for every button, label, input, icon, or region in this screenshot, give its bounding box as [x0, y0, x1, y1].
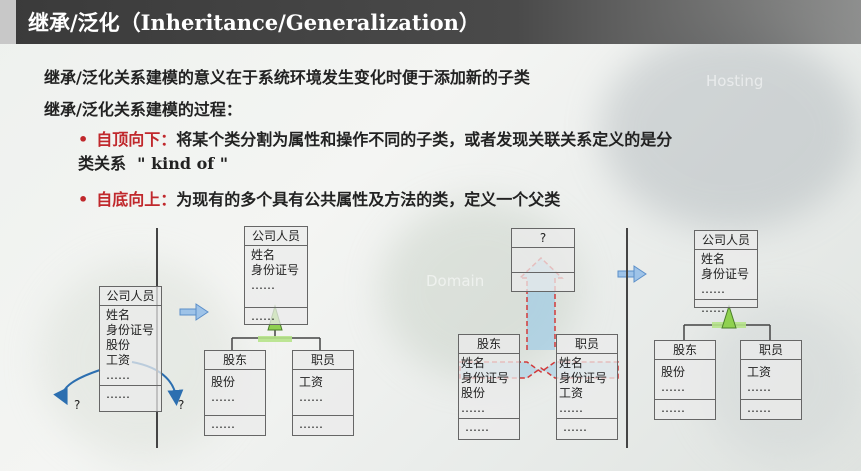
- attr: ……: [559, 401, 583, 415]
- class-operations: ……: [741, 399, 801, 417]
- class-attributes: 姓名 身份证号 股份 工资 ……: [100, 306, 161, 385]
- curve-arrow-left: [53, 369, 101, 406]
- attr: 工资: [299, 375, 324, 389]
- attr: 身份证号: [461, 371, 510, 385]
- bullet-body: 为现有的多个具有公共属性及方法的类，定义一个父类: [176, 190, 561, 209]
- attr: 姓名: [251, 248, 276, 262]
- class-attributes: 姓名 身份证号 工资 ……: [557, 354, 617, 418]
- bullet-head: 自顶向下：: [96, 130, 177, 149]
- highlight-bar: [258, 336, 292, 342]
- uml-class-child: 股东 股份 …… ……: [204, 350, 266, 436]
- class-operations: ……: [245, 307, 307, 325]
- question-mark: ?: [178, 398, 185, 412]
- attr: 工资: [559, 386, 584, 400]
- background-blob: [600, 30, 860, 230]
- attr: 姓名: [106, 308, 131, 322]
- separator: [626, 228, 628, 448]
- question-mark: ?: [74, 398, 81, 412]
- bullet-body-cont: 类关系: [78, 154, 127, 173]
- class-name: 职员: [741, 341, 801, 360]
- class-operations: ……: [557, 418, 617, 436]
- uml-class-child: 职员 姓名 身份证号 工资 …… ……: [556, 334, 618, 440]
- intro-line-2: 继承/泛化关系建模的过程：: [44, 100, 242, 119]
- uml-class-parent: 公司人员 姓名 身份证号 …… ……: [694, 230, 758, 315]
- attr: ……: [299, 390, 323, 404]
- watermark-domain: Domain: [426, 272, 485, 290]
- class-attributes: 工资 ……: [293, 370, 353, 407]
- attr: ……: [211, 390, 235, 404]
- uml-class-child: 股东 股份 …… ……: [654, 340, 716, 420]
- class-operations: ……: [100, 385, 161, 403]
- class-name: 股东: [205, 351, 265, 370]
- attr: 姓名: [559, 356, 584, 370]
- class-attributes: 股份 ……: [205, 370, 265, 407]
- class-attributes: 工资 ……: [741, 360, 801, 397]
- attr: 姓名: [461, 356, 486, 370]
- attr: 身份证号: [106, 323, 155, 337]
- attr: 股份: [106, 338, 131, 352]
- class-name: 股东: [459, 335, 519, 354]
- slide-title: 继承/泛化（Inheritance/Generalization）: [28, 10, 480, 35]
- class-operations: ……: [205, 415, 265, 433]
- uml-class-source: 公司人员 姓名 身份证号 股份 工资 …… ……: [99, 286, 162, 412]
- attr: 工资: [747, 365, 772, 379]
- class-attributes: 姓名 身份证号 ……: [245, 246, 307, 295]
- watermark-hosting: Hosting: [706, 72, 764, 90]
- bullet-dot: •: [78, 130, 89, 149]
- uml-class-child: 股东 姓名 身份证号 股份 …… ……: [458, 334, 520, 440]
- attr: ……: [251, 278, 275, 292]
- attr: 身份证号: [251, 263, 300, 277]
- title-bar: 继承/泛化（Inheritance/Generalization）: [0, 0, 861, 44]
- class-attributes: 姓名 身份证号 ……: [695, 250, 757, 299]
- bullet-bottom-up: • 自底向上：为现有的多个具有公共属性及方法的类，定义一个父类: [78, 186, 560, 210]
- uml-class-child: 职员 工资 …… ……: [292, 350, 354, 436]
- uml-class-child: 职员 工资 …… ……: [740, 340, 802, 420]
- bullet-body: 将某个类分割为属性和操作不同的子类，或者发现关联关系定义的是分: [176, 130, 673, 149]
- class-name: ?: [512, 229, 574, 248]
- class-name: 公司人员: [100, 287, 161, 306]
- class-name: 公司人员: [245, 227, 307, 246]
- attr: 工资: [106, 353, 131, 367]
- attr: ……: [106, 368, 130, 382]
- attr: ……: [461, 401, 485, 415]
- attr: 身份证号: [559, 371, 608, 385]
- class-operations: ……: [459, 418, 519, 436]
- class-operations: [512, 272, 574, 277]
- transform-arrow-left: [179, 303, 209, 321]
- attr: 股份: [461, 386, 486, 400]
- class-name: 公司人员: [695, 231, 757, 250]
- class-operations: ……: [655, 399, 715, 417]
- attr: ……: [661, 380, 685, 394]
- attr: ……: [747, 380, 771, 394]
- attr: 姓名: [701, 252, 726, 266]
- transform-arrow-right: [617, 265, 647, 283]
- attr: ……: [701, 282, 725, 296]
- class-attributes: 姓名 身份证号 股份 ……: [459, 354, 519, 418]
- bullet-top-down: • 自顶向下：将某个类分割为属性和操作不同的子类，或者发现关联关系定义的是分 类关…: [78, 128, 828, 176]
- intro-line-1: 继承/泛化关系建模的意义在于系统环境发生变化时便于添加新的子类: [44, 68, 530, 87]
- bullet-head: 自底向上：: [96, 190, 177, 209]
- title-accent: [0, 0, 16, 44]
- uml-class-parent: 公司人员 姓名 身份证号 …… ……: [244, 226, 308, 325]
- class-name: 股东: [655, 341, 715, 360]
- uml-class-unknown: ?: [511, 228, 575, 292]
- class-operations: ……: [293, 415, 353, 433]
- attr: 身份证号: [701, 267, 750, 281]
- generalization-triangle: [721, 304, 737, 329]
- class-attributes: 股份 ……: [655, 360, 715, 397]
- attr: 股份: [661, 365, 686, 379]
- bullet-dot: •: [78, 190, 89, 209]
- attr: 股份: [211, 375, 236, 389]
- class-name: 职员: [293, 351, 353, 370]
- bullet-kind-of: " kind of ": [137, 154, 229, 173]
- class-name: 职员: [557, 335, 617, 354]
- class-operations: ……: [695, 299, 757, 317]
